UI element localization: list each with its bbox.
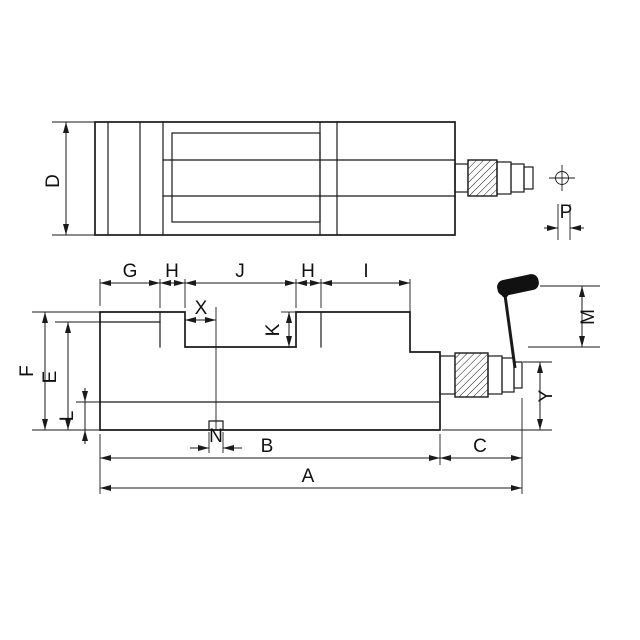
dim-M: M xyxy=(528,285,600,348)
dim-label-C: C xyxy=(473,436,487,457)
dim-label-D: D xyxy=(43,174,64,188)
dim-label-A: A xyxy=(302,466,315,487)
top-view xyxy=(94,121,575,236)
dim-label-F: F xyxy=(17,365,38,377)
dim-N: N xyxy=(190,426,242,453)
center-mark-icon xyxy=(549,165,575,191)
dim-B-C: B C xyxy=(99,398,523,494)
dim-label-B: B xyxy=(261,436,274,457)
crank-handle-rod xyxy=(503,294,517,369)
dim-X: X xyxy=(185,298,216,323)
dim-D: D xyxy=(43,121,95,236)
dim-L: L xyxy=(57,388,100,444)
dim-chain-GHJHI: G H J H I xyxy=(99,261,411,314)
dim-label-L: L xyxy=(57,411,78,422)
dim-E: E xyxy=(40,321,100,430)
dim-label-I: I xyxy=(363,261,368,282)
top-view-screw-block-1 xyxy=(496,161,512,195)
dim-label-H1: H xyxy=(165,261,179,282)
crank-handle xyxy=(497,274,539,369)
dim-label-H2: H xyxy=(301,261,315,282)
dim-label-N: N xyxy=(209,426,223,447)
side-view-screw-gland-hatched xyxy=(454,352,489,398)
dim-label-K: K xyxy=(263,323,284,336)
dim-Y: Y xyxy=(442,361,557,431)
top-view-body-outline xyxy=(94,121,456,236)
top-view-screw-block-2 xyxy=(510,163,525,193)
dim-A: A xyxy=(100,466,522,491)
dim-label-P: P xyxy=(560,202,573,223)
dim-P: P xyxy=(544,202,584,240)
side-view xyxy=(99,274,539,431)
dim-label-Y: Y xyxy=(536,389,557,402)
side-view-screw-flange xyxy=(439,355,456,395)
dim-F: F xyxy=(17,311,100,431)
dim-label-X: X xyxy=(195,298,208,319)
side-view-screw-end xyxy=(513,361,523,389)
dim-K: K xyxy=(263,311,296,347)
dim-label-G: G xyxy=(123,261,138,282)
top-view-screw-collar xyxy=(454,163,469,193)
top-view-carriage-outline xyxy=(171,132,321,223)
dim-label-E: E xyxy=(40,371,61,384)
dim-label-M: M xyxy=(578,309,599,325)
top-view-screw-end xyxy=(523,166,534,190)
dim-label-J: J xyxy=(235,261,245,282)
top-view-screw-gland-hatched xyxy=(467,159,498,197)
side-view-screw-block-1 xyxy=(487,355,503,395)
crank-handle-grip xyxy=(497,274,539,296)
side-view-screw-block-2 xyxy=(501,357,515,393)
